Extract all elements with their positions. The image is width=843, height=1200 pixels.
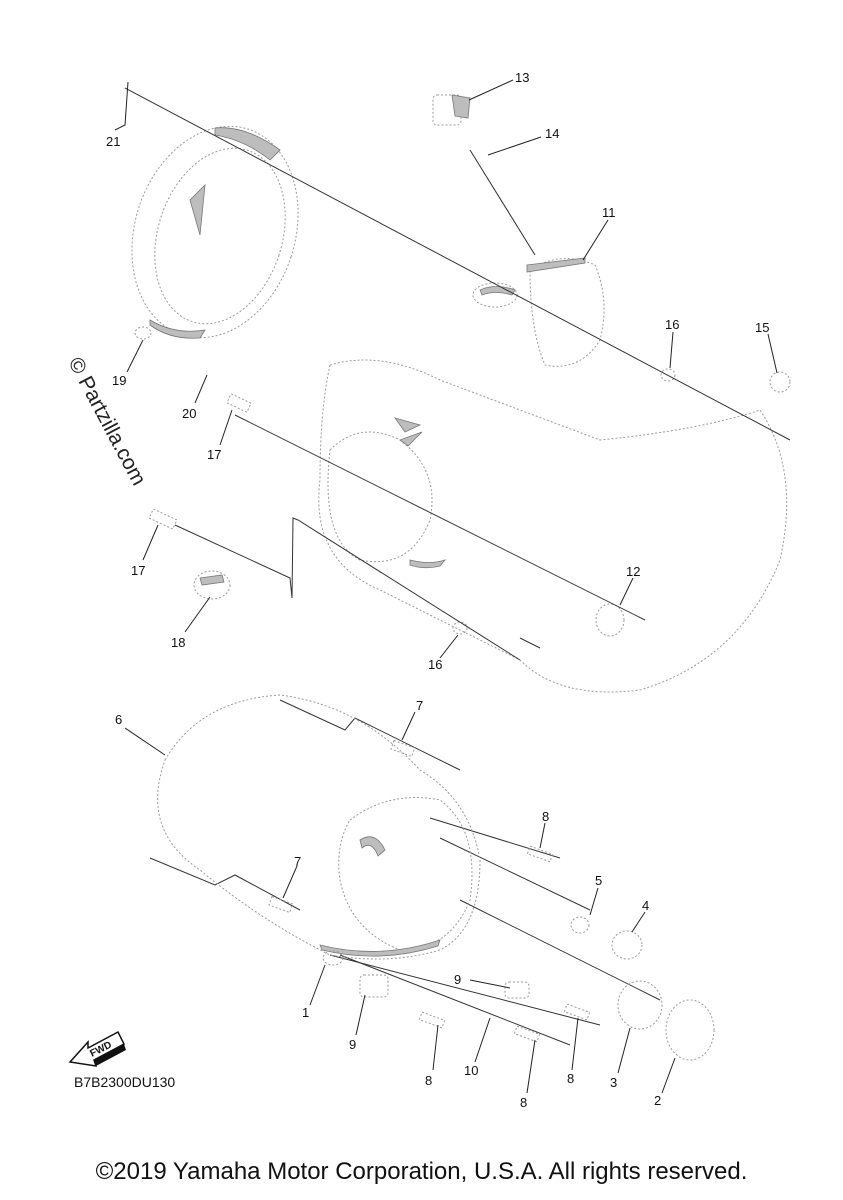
callout-labels: 1 2 3 4 5 6 7 7 8 8 8 8 9 9 10 11 12 13 … — [106, 70, 769, 1110]
leader-lines — [114, 79, 778, 1094]
gasket-shading — [189, 183, 206, 236]
gasket-shading-top — [214, 127, 281, 161]
damper-9a — [359, 974, 389, 998]
o-ring-12 — [595, 603, 625, 637]
cover-gasket-inner — [154, 147, 286, 325]
breather-cap-shade — [451, 94, 471, 119]
bolt-head-16a — [660, 368, 676, 382]
bolt-8c — [513, 1025, 541, 1043]
callout-8-a: 8 — [542, 809, 549, 824]
callout-21: 21 — [106, 134, 120, 149]
dowel-15 — [769, 371, 791, 393]
callout-16-upper: 16 — [665, 317, 679, 332]
diagram-code: B7B2300DU130 — [74, 1074, 175, 1090]
cover-shading-a — [394, 417, 422, 433]
collar-1 — [322, 950, 344, 966]
callout-8-c: 8 — [567, 1071, 574, 1086]
gasket-shading-bottom — [149, 319, 206, 339]
callout-20: 20 — [182, 406, 196, 421]
inspection-cover-shade — [526, 257, 586, 273]
bolt-7b — [268, 895, 294, 914]
o-ring-4 — [611, 930, 643, 960]
cover-2 — [665, 999, 715, 1061]
seal-shade — [479, 286, 516, 296]
upper-assembly — [131, 94, 791, 693]
cover-1-shade-b — [319, 939, 441, 957]
callout-17-upper: 17 — [207, 447, 221, 462]
cover-1-face — [338, 797, 473, 951]
callout-16-lower: 16 — [428, 657, 442, 672]
callout-4: 4 — [642, 898, 649, 913]
callout-8-d: 8 — [520, 1095, 527, 1110]
callout-10: 10 — [464, 1063, 478, 1078]
callout-3: 3 — [610, 1075, 617, 1090]
callout-1: 1 — [302, 1005, 309, 1020]
inspection-cover — [529, 258, 605, 367]
dowel-17a — [226, 393, 252, 413]
callout-12: 12 — [626, 564, 640, 579]
bolt-8d — [563, 1003, 591, 1021]
callout-19: 19 — [112, 373, 126, 388]
callout-7-upper: 7 — [416, 698, 423, 713]
callout-11: 11 — [602, 205, 616, 220]
crankcase-cover-1 — [157, 694, 481, 960]
callout-9-b: 9 — [349, 1037, 356, 1052]
cover-shading-b — [399, 431, 423, 447]
cover-gasket — [131, 125, 299, 339]
cover-detail — [327, 431, 433, 563]
plug-5 — [570, 916, 590, 934]
bolt-7a — [390, 739, 416, 758]
plug-18-shade — [199, 574, 225, 586]
bolt-head-16b — [452, 621, 468, 635]
copyright-notice: ©2019 Yamaha Motor Corporation, U.S.A. A… — [95, 1158, 748, 1185]
callout-18: 18 — [171, 635, 185, 650]
fwd-arrow-icon: FWD — [68, 1030, 126, 1067]
cover-shading-c — [409, 559, 447, 569]
callout-6: 6 — [115, 712, 122, 727]
clip-19 — [134, 326, 152, 340]
bolt-8b — [418, 1011, 446, 1029]
dowel-17b — [148, 508, 178, 530]
damper-9b — [504, 981, 530, 999]
plug-18 — [193, 570, 231, 600]
callout-17-lower: 17 — [131, 563, 145, 578]
callout-9-a: 9 — [454, 972, 461, 987]
lower-assembly — [157, 694, 715, 1061]
crankcase-cover — [318, 359, 788, 693]
callout-15: 15 — [755, 320, 769, 335]
callout-13: 13 — [515, 70, 529, 85]
callout-14: 14 — [545, 126, 559, 141]
assembly-lines — [124, 87, 791, 1046]
callout-7-lower: 7 — [294, 854, 301, 869]
bolt-8a — [526, 845, 554, 863]
cap-3 — [617, 980, 663, 1030]
callout-5: 5 — [595, 873, 602, 888]
callout-8-b: 8 — [425, 1073, 432, 1088]
callout-2: 2 — [654, 1093, 661, 1108]
cover-1-shade — [359, 836, 386, 857]
watermark: © Partzilla.com — [64, 354, 151, 490]
